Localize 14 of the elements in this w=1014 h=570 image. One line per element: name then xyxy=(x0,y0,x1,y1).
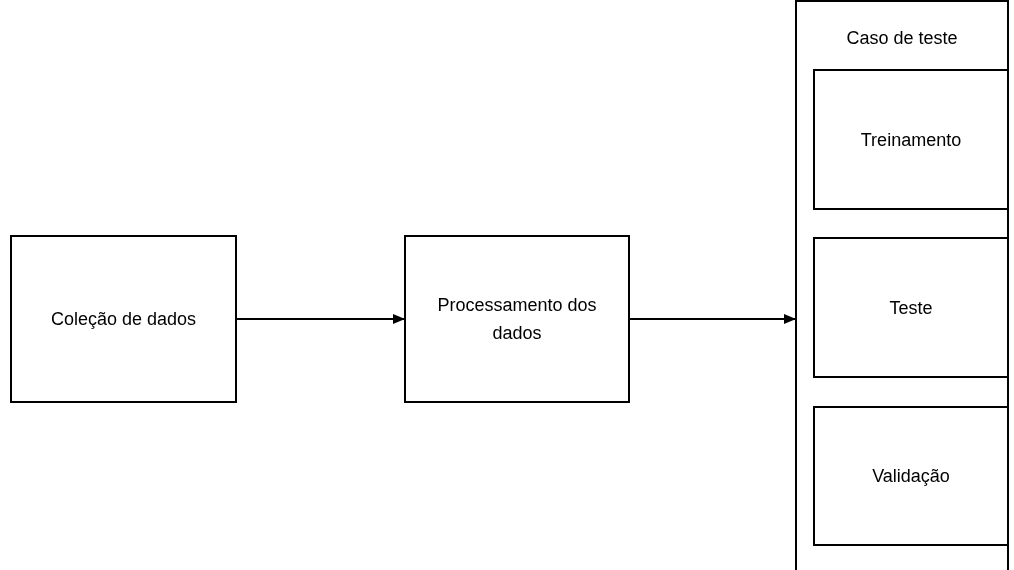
process-box xyxy=(813,69,1009,210)
container-box xyxy=(795,0,1009,570)
arrow xyxy=(629,314,796,324)
process-box xyxy=(813,406,1009,546)
box-label: Teste xyxy=(888,296,934,320)
process-box xyxy=(404,235,630,403)
process-box xyxy=(10,235,237,403)
box-label: Validação xyxy=(871,465,951,488)
box-label: Treinamento xyxy=(859,128,963,152)
arrow xyxy=(236,314,405,324)
container-title: Caso de teste xyxy=(845,27,959,50)
process-box xyxy=(813,237,1009,378)
box-label: Coleção de dados xyxy=(49,308,198,331)
box-label: Processamento dos dados xyxy=(436,294,598,345)
